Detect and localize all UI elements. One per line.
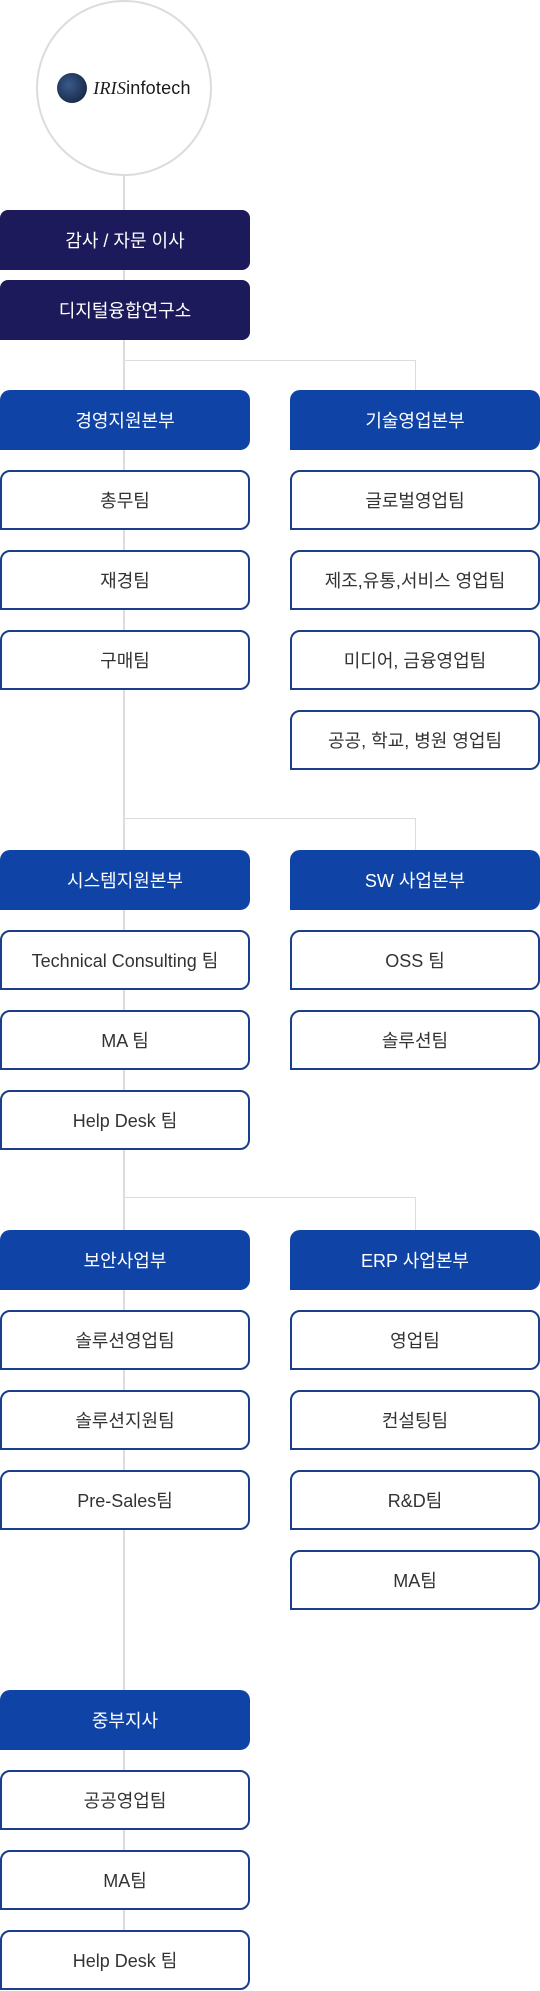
branch-connector-1: [124, 818, 415, 819]
division-box: 경영지원본부: [0, 390, 250, 450]
team-box: MA팀: [0, 1850, 250, 1910]
team-box: MA팀: [290, 1550, 540, 1610]
iris-logo-mark-icon: [57, 73, 88, 103]
team-box: 솔루션팀: [290, 1010, 540, 1070]
team-box: Help Desk 팀: [0, 1930, 250, 1990]
digital-research-lab-box: 디지털융합연구소: [0, 280, 250, 340]
division-box: ERP 사업본부: [290, 1230, 540, 1290]
team-box: 구매팀: [0, 630, 250, 690]
team-box: 솔루션지원팀: [0, 1390, 250, 1450]
team-box: 총무팀: [0, 470, 250, 530]
logo-iris-text: IRIS: [93, 77, 127, 98]
division-box: SW 사업본부: [290, 850, 540, 910]
team-box: 영업팀: [290, 1310, 540, 1370]
branch-drop-2: [415, 1197, 416, 1230]
division-box: 중부지사: [0, 1690, 250, 1750]
team-box: Help Desk 팀: [0, 1090, 250, 1150]
team-box: Technical Consulting 팀: [0, 930, 250, 990]
division-box: 기술영업본부: [290, 390, 540, 450]
logo-infotech-text: infotech: [126, 77, 191, 98]
team-box: 공공영업팀: [0, 1770, 250, 1830]
team-box: 솔루션영업팀: [0, 1310, 250, 1370]
branch-drop-1: [415, 818, 416, 850]
team-box: 글로벌영업팀: [290, 470, 540, 530]
team-box: OSS 팀: [290, 930, 540, 990]
team-box: 제조,유통,서비스 영업팀: [290, 550, 540, 610]
division-box: 시스템지원본부: [0, 850, 250, 910]
team-box: 미디어, 금융영업팀: [290, 630, 540, 690]
advisory-director-box: 감사 / 자문 이사: [0, 210, 250, 270]
company-logo: IRISinfotech: [36, 0, 212, 176]
team-box: 컨설팅팀: [290, 1390, 540, 1450]
team-box: MA 팀: [0, 1010, 250, 1070]
team-box: R&D팀: [290, 1470, 540, 1530]
logo-text: IRISinfotech: [93, 78, 190, 99]
team-box: 재경팀: [0, 550, 250, 610]
team-box: 공공, 학교, 병원 영업팀: [290, 710, 540, 770]
branch-drop-0: [415, 360, 416, 390]
team-box: Pre-Sales팀: [0, 1470, 250, 1530]
division-box: 보안사업부: [0, 1230, 250, 1290]
branch-connector-2: [124, 1197, 415, 1198]
branch-connector-0: [124, 360, 415, 361]
